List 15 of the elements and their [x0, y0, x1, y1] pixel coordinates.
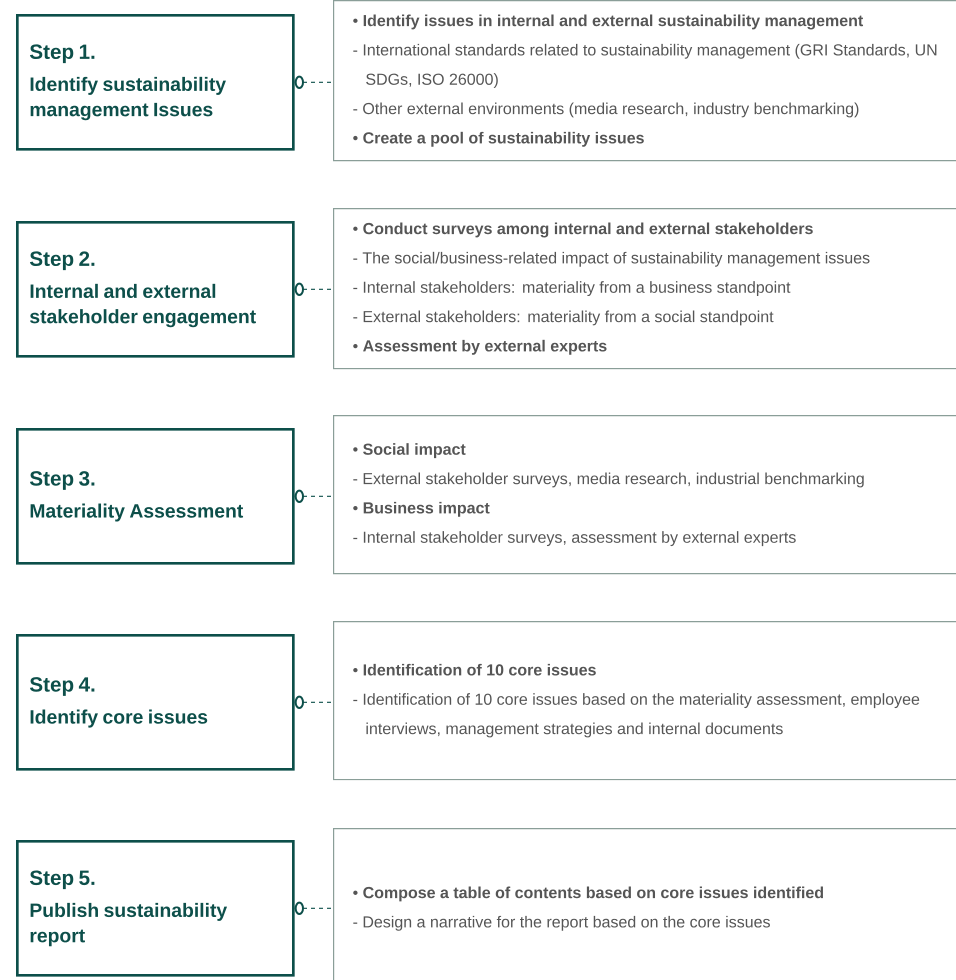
detail-box: • Identification of 10 core issues - Identification of 10 core issues based on the materiality assessment, employee interviews, management strategies and internal documents [333, 621, 956, 780]
connector [294, 76, 333, 89]
step-box: Step 3. Materiality Assessment [16, 428, 295, 565]
step-box: Step 4. Identify core issues [16, 634, 295, 771]
detail-box: • Compose a table of contents based on core issues identified - Design a narrative for the report based on the core issues [333, 828, 956, 980]
detail-box: • Social impact - External stakeholder surveys, media research, industrial benchmarking • Business impact - Internal stakeholder surveys, assessment by external experts [333, 415, 956, 574]
connector [294, 902, 333, 915]
detail-box: • Conduct surveys among internal and external stakeholders - The social/business-related impact of sustainability management issues - Internal stakeholders: materiality from a business standpoint - External stakeholders: materiality from a social standpoint • Assessment by external experts [333, 208, 956, 370]
step-box: Step 5. Publish sustainability report [16, 840, 295, 977]
connector [294, 490, 333, 503]
step-box: Step 2. Internal and external stakeholder engagement [16, 221, 295, 358]
step-box: Step 1. Identify sustainability management Issues [16, 14, 295, 151]
connector [294, 696, 333, 709]
detail-box: • Identify issues in internal and external sustainability management - International standards related to sustainability management (GRI Standards, UN SDGs, ISO 26000) - Other external environments (media research, industry benchmarking) • Create a pool of sustainability issues [333, 0, 956, 162]
connector [294, 282, 333, 296]
